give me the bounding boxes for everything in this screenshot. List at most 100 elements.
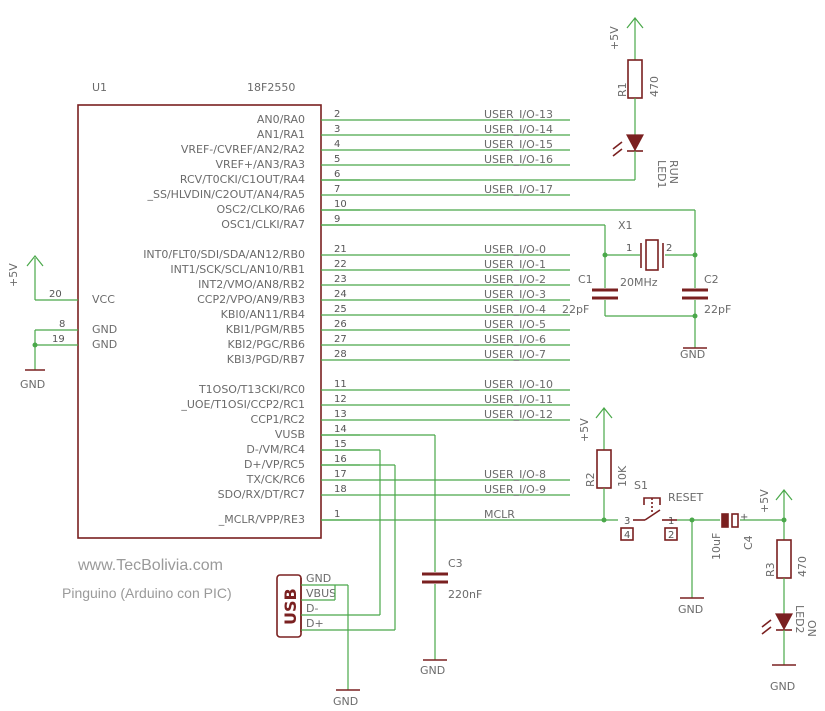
c2-ref: C2 bbox=[704, 273, 719, 286]
vcc-label-u1: +5V bbox=[7, 263, 20, 287]
c3-value: 220nF bbox=[448, 588, 482, 601]
vcc-label-r2: +5V bbox=[578, 418, 591, 442]
gnd-label-c3: GND bbox=[420, 664, 445, 677]
s1-value: RESET bbox=[668, 491, 704, 504]
pin-label: INT2/VMO/AN8/RB2 bbox=[198, 278, 305, 291]
pin-number: 7 bbox=[334, 184, 340, 195]
usb-connector: USB GND VBUS D- D+ GND bbox=[276, 449, 396, 708]
r3-resistor bbox=[776, 539, 792, 579]
c1-ref: C1 bbox=[578, 273, 593, 286]
crystal-group: X1 1 2 20MHz C1 22pF C2 22pF GND bbox=[321, 209, 731, 361]
net-label: USER_I/O-0 bbox=[484, 243, 546, 256]
r2-value: 10K bbox=[616, 465, 629, 487]
pin-number: 22 bbox=[334, 259, 347, 270]
pin-label: KBI2/PGC/RB6 bbox=[228, 338, 305, 351]
reset-circuit: +5V R2 10K 3 4 1 2 S1 RESET GND + 10uF C… bbox=[321, 407, 818, 693]
pin-label: D+/VP/RC5 bbox=[244, 458, 305, 471]
pin-label: AN0/RA0 bbox=[257, 113, 305, 126]
usb-label: USB bbox=[281, 588, 300, 625]
pin-label: VREF-/CVREF/AN2/RA2 bbox=[181, 143, 305, 156]
gnd-u1: GND bbox=[20, 330, 45, 391]
net-label: USER_I/O-14 bbox=[484, 123, 553, 136]
usb-pin-dplus: D+ bbox=[306, 617, 324, 630]
pin-label: KBI1/PGM/RB5 bbox=[226, 323, 305, 336]
pin-number: 15 bbox=[334, 439, 347, 450]
gnd-label-crystal: GND bbox=[680, 348, 705, 361]
led1-value: RUN bbox=[667, 160, 680, 184]
pin-label: T1OSO/T13CKI/RC0 bbox=[198, 383, 305, 396]
vcc-label-r3: +5V bbox=[758, 489, 771, 513]
pin-label: TX/CK/RC6 bbox=[246, 473, 305, 486]
pin-number: 2 bbox=[334, 109, 340, 120]
net-label: USER_I/O-7 bbox=[484, 348, 546, 361]
pin-number: 16 bbox=[334, 454, 347, 465]
pin-label: _MCLR/VPP/RE3 bbox=[218, 513, 305, 526]
r3-value: 470 bbox=[796, 556, 809, 577]
pin-number: 10 bbox=[334, 199, 347, 210]
pin-label: VUSB bbox=[275, 428, 305, 441]
u1-ref: U1 bbox=[92, 81, 107, 94]
pin-number: 5 bbox=[334, 154, 340, 165]
pin-label: OSC2/CLKO/RA6 bbox=[216, 203, 305, 216]
pin-number: 3 bbox=[334, 124, 340, 135]
pin-number: 23 bbox=[334, 274, 347, 285]
pin-label: D-/VM/RC4 bbox=[246, 443, 305, 456]
u1-left-pins: 20 VCC 8 GND 19 GND bbox=[35, 289, 117, 351]
pin-label: KBI0/AN11/RB4 bbox=[221, 308, 305, 321]
pin-number: 11 bbox=[334, 379, 347, 390]
gnd-label-u1: GND bbox=[20, 378, 45, 391]
u1-body bbox=[77, 104, 322, 539]
c4-value: 10uF bbox=[710, 533, 723, 560]
r2-resistor bbox=[596, 449, 612, 489]
net-label: USER_I/O-4 bbox=[484, 303, 546, 316]
r1-value: 470 bbox=[648, 76, 661, 97]
pin-label: _UOE/T1OSI/CCP2/RC1 bbox=[180, 398, 305, 411]
pin-number: 4 bbox=[334, 139, 340, 150]
net-label: USER_I/O-13 bbox=[484, 108, 553, 121]
net-label: USER_I/O-9 bbox=[484, 483, 546, 496]
s1-ref: S1 bbox=[634, 479, 648, 492]
s1-pin3: 3 bbox=[624, 516, 630, 527]
pin-number: 1 bbox=[334, 509, 340, 520]
usb-pin-dminus: D- bbox=[306, 602, 318, 615]
net-label: USER_I/O-2 bbox=[484, 273, 546, 286]
r2-ref: R2 bbox=[584, 472, 597, 487]
net-label: USER_I/O-10 bbox=[484, 378, 553, 391]
r1-ref: R1 bbox=[616, 82, 629, 97]
s1-pin4: 4 bbox=[624, 530, 630, 541]
pin-num-19: 19 bbox=[52, 334, 65, 345]
net-label: USER_I/O-17 bbox=[484, 183, 553, 196]
led2-ref: LED2 bbox=[793, 605, 806, 634]
c3-ref: C3 bbox=[448, 557, 463, 570]
pin-label-gnd-1: GND bbox=[92, 323, 117, 336]
c4-ref: C4 bbox=[742, 535, 755, 550]
gnd-label-reset: GND bbox=[678, 603, 703, 616]
c4-plus: + bbox=[740, 512, 748, 523]
r3-ref: R3 bbox=[764, 562, 777, 577]
pin-num-20: 20 bbox=[49, 289, 62, 300]
net-label: USER_I/O-1 bbox=[484, 258, 546, 271]
x1-value: 20MHz bbox=[620, 276, 658, 289]
pin-label: _SS/HLVDIN/C2OUT/AN4/RA5 bbox=[146, 188, 305, 201]
gnd-label-led2: GND bbox=[770, 680, 795, 693]
credit-site: www.TecBolivia.com bbox=[77, 557, 223, 574]
led1-ref: LED1 bbox=[655, 160, 668, 189]
vcc-label-r1: +5V bbox=[608, 26, 621, 50]
r1-led1-group: +5V R1 470 LED1 RUN bbox=[321, 17, 680, 189]
pin-number: 18 bbox=[334, 484, 347, 495]
usb-pin-gnd: GND bbox=[306, 572, 331, 585]
x1-pin2: 2 bbox=[666, 243, 672, 254]
pin-label-vcc: VCC bbox=[92, 293, 115, 306]
net-label: USER_I/O-15 bbox=[484, 138, 553, 151]
pin-label: AN1/RA1 bbox=[257, 128, 305, 141]
pin-label: INT0/FLT0/SDI/SDA/AN12/RB0 bbox=[143, 248, 305, 261]
pin-label: KBI3/PGD/RB7 bbox=[227, 353, 305, 366]
net-label: USER_I/O-16 bbox=[484, 153, 553, 166]
s1-pin2: 2 bbox=[668, 530, 674, 541]
pin-number: 13 bbox=[334, 409, 347, 420]
pin-label: SDO/RX/DT/RC7 bbox=[218, 488, 305, 501]
net-label: USER_I/O-11 bbox=[484, 393, 553, 406]
